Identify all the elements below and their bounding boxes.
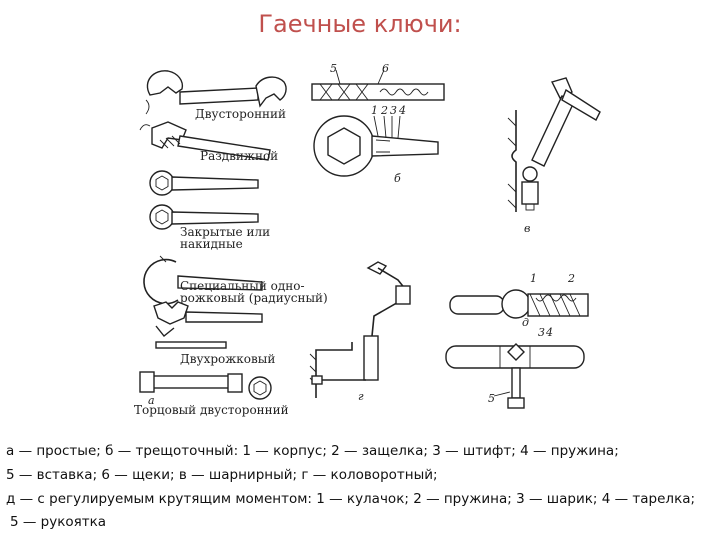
num-6-ratchet: 6 [382, 62, 389, 75]
num-3-torque: 3 [538, 326, 545, 339]
label-closed-2: накидные [180, 237, 243, 251]
caption-line-2: 5 — вставка; 6 — щеки; в — шарнирный; г … [6, 467, 438, 483]
closed-ring-wrench-2 [149, 204, 259, 230]
letter-v: в [524, 222, 530, 235]
num-5-ratchet: 5 [330, 62, 337, 75]
label-socket: Торцовый двусторонний [134, 403, 289, 417]
letter-b: б [394, 172, 401, 185]
num-1-ratchet: 1 [371, 104, 378, 117]
label-special-1: Специальный одно- [180, 279, 305, 293]
letter-d: д [522, 316, 529, 329]
label-double-sided: Двусторонний [195, 107, 286, 121]
num-5-torque: 5 [488, 392, 495, 405]
brace-wrench [309, 261, 411, 398]
caption-line-3: д — с регулируемым крутящим моментом: 1 … [6, 491, 696, 507]
num-4-ratchet: 4 [398, 104, 406, 117]
label-double-jaw: Двухрожковый [180, 352, 275, 366]
adjustable-wrench [139, 121, 271, 161]
wrench-illustrations: Двусторонний Раздвижной Закрытые или нак… [134, 62, 601, 417]
caption-line-1: а — простые; б — трещоточный: 1 — корпус… [6, 443, 619, 459]
socket-wrench [139, 371, 272, 400]
torque-wrench-view [445, 343, 585, 409]
num-4-torque: 4 [545, 326, 553, 339]
letter-a: а [148, 394, 155, 407]
ratchet-wrench-head [313, 115, 439, 177]
num-3-ratchet: 3 [390, 104, 397, 117]
label-special-2: рожковый (радиусный) [180, 291, 328, 305]
num-2-torque: 2 [567, 272, 575, 285]
label-closed-1: Закрытые или [180, 225, 270, 239]
label-adjustable: Раздвижной [200, 149, 278, 163]
num-1-torque: 1 [530, 272, 537, 285]
torque-wrench-section [449, 289, 589, 319]
hinged-wrench [507, 77, 601, 212]
ratchet-wrench-section [311, 69, 445, 101]
double-jaw-wrench [153, 301, 263, 349]
caption-line-4: 5 — рукоятка [10, 514, 107, 530]
letter-g: г [358, 390, 364, 403]
closed-ring-wrench-1 [149, 170, 259, 196]
num-2-ratchet: 2 [380, 104, 388, 117]
page-title: Гаечные ключи: [258, 10, 462, 38]
double-sided-wrench [145, 70, 287, 115]
